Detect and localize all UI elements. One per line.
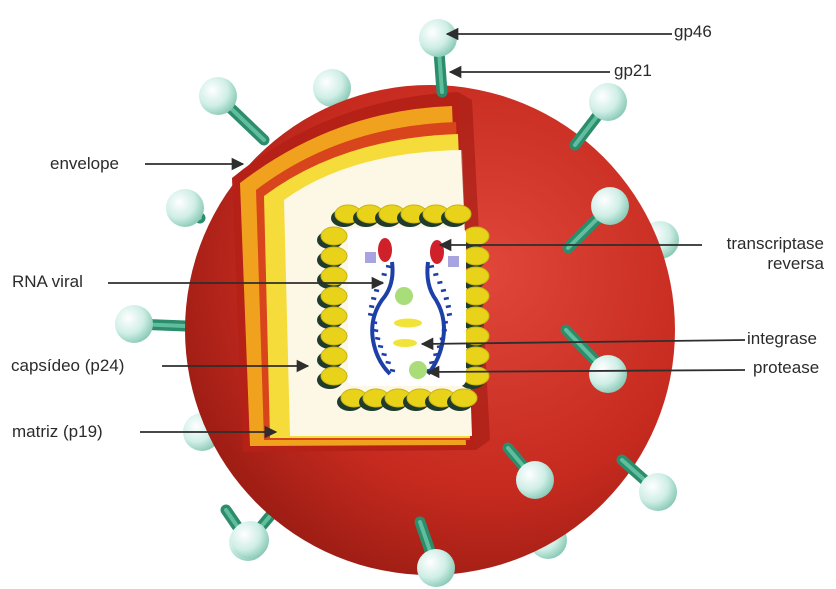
capsid-bead bbox=[463, 287, 489, 305]
rna-base-right bbox=[429, 266, 434, 267]
integrase-upper bbox=[394, 319, 422, 328]
capsid-bead bbox=[463, 367, 489, 385]
rna-base-right bbox=[442, 330, 447, 331]
integrase-lower bbox=[393, 339, 417, 347]
capsid-bead bbox=[463, 327, 489, 345]
capsid-bead bbox=[451, 389, 477, 407]
rna-base-right bbox=[446, 306, 451, 307]
spike-knob bbox=[639, 473, 677, 511]
capsid-bead bbox=[321, 347, 347, 365]
rna-base-left bbox=[382, 274, 387, 275]
reverse-transcriptase-left bbox=[378, 238, 392, 262]
rna-base-right bbox=[443, 322, 448, 323]
glycoprotein-spike bbox=[166, 189, 204, 227]
label-matriz: matriz (p19) bbox=[12, 422, 103, 442]
glycoprotein-spike bbox=[622, 460, 677, 511]
protease-upper bbox=[395, 287, 413, 305]
label-envelope: envelope bbox=[50, 154, 119, 174]
capsid-bead bbox=[463, 347, 489, 365]
rna-base-left bbox=[369, 306, 374, 307]
label-gp21: gp21 bbox=[614, 61, 652, 81]
label-protease: protease bbox=[753, 358, 819, 378]
rna-base-right bbox=[444, 298, 449, 299]
rna-base-left bbox=[386, 266, 391, 267]
label-rna-viral: RNA viral bbox=[12, 272, 83, 292]
rna-base-right bbox=[433, 354, 438, 355]
spike-knob bbox=[591, 187, 629, 225]
rna-base-right bbox=[433, 274, 438, 275]
capsid-bead bbox=[321, 327, 347, 345]
spike-knob bbox=[589, 355, 627, 393]
rna-base-left bbox=[368, 314, 373, 315]
rt-square-right bbox=[448, 256, 459, 267]
rt-square-left bbox=[365, 252, 376, 263]
rna-base-left bbox=[378, 346, 383, 347]
rna-base-right bbox=[447, 314, 452, 315]
capsid-bead bbox=[463, 307, 489, 325]
rna-base-left bbox=[373, 330, 378, 331]
capsid-bead bbox=[321, 307, 347, 325]
spike-knob bbox=[417, 549, 455, 587]
rna-base-left bbox=[372, 322, 377, 323]
capsid-bead bbox=[321, 367, 347, 385]
glycoprotein-spike bbox=[115, 305, 186, 343]
rna-base-left bbox=[371, 298, 376, 299]
rna-base-left bbox=[386, 362, 391, 363]
spike-knob bbox=[199, 77, 237, 115]
glycoprotein-spike bbox=[199, 77, 264, 140]
rna-base-right bbox=[437, 282, 442, 283]
label-transcriptase-line2: reversa bbox=[727, 254, 824, 274]
rna-base-right bbox=[437, 346, 442, 347]
label-transcriptase: transcriptase reversa bbox=[727, 234, 824, 274]
rna-base-left bbox=[390, 370, 395, 371]
reverse-transcriptase-right bbox=[430, 240, 444, 264]
protease-lower bbox=[409, 361, 427, 379]
spike-knob bbox=[516, 461, 554, 499]
capsid-bead bbox=[321, 227, 347, 245]
capsid-bead bbox=[463, 247, 489, 265]
rna-base-left bbox=[382, 354, 387, 355]
spike-knob bbox=[419, 19, 457, 57]
label-capsideo: capsídeo (p24) bbox=[11, 356, 124, 376]
spike-knob bbox=[166, 189, 204, 227]
spike-knob bbox=[231, 521, 269, 559]
capsid-bead bbox=[445, 205, 471, 223]
rna-base-right bbox=[440, 338, 445, 339]
glycoprotein-spike bbox=[575, 83, 627, 145]
rna-base-right bbox=[441, 290, 446, 291]
rna-base-left bbox=[374, 290, 379, 291]
label-integrase: integrase bbox=[747, 329, 817, 349]
capsid-bead bbox=[321, 287, 347, 305]
capsid-bead bbox=[463, 267, 489, 285]
label-transcriptase-line1: transcriptase bbox=[727, 234, 824, 254]
capsid-bead bbox=[463, 227, 489, 245]
rna-base-right bbox=[429, 362, 434, 363]
spike-knob bbox=[115, 305, 153, 343]
glycoprotein-spike bbox=[419, 19, 457, 92]
spike-knob bbox=[589, 83, 627, 121]
rna-base-left bbox=[375, 338, 380, 339]
capsid-bead bbox=[321, 247, 347, 265]
label-gp46: gp46 bbox=[674, 22, 712, 42]
